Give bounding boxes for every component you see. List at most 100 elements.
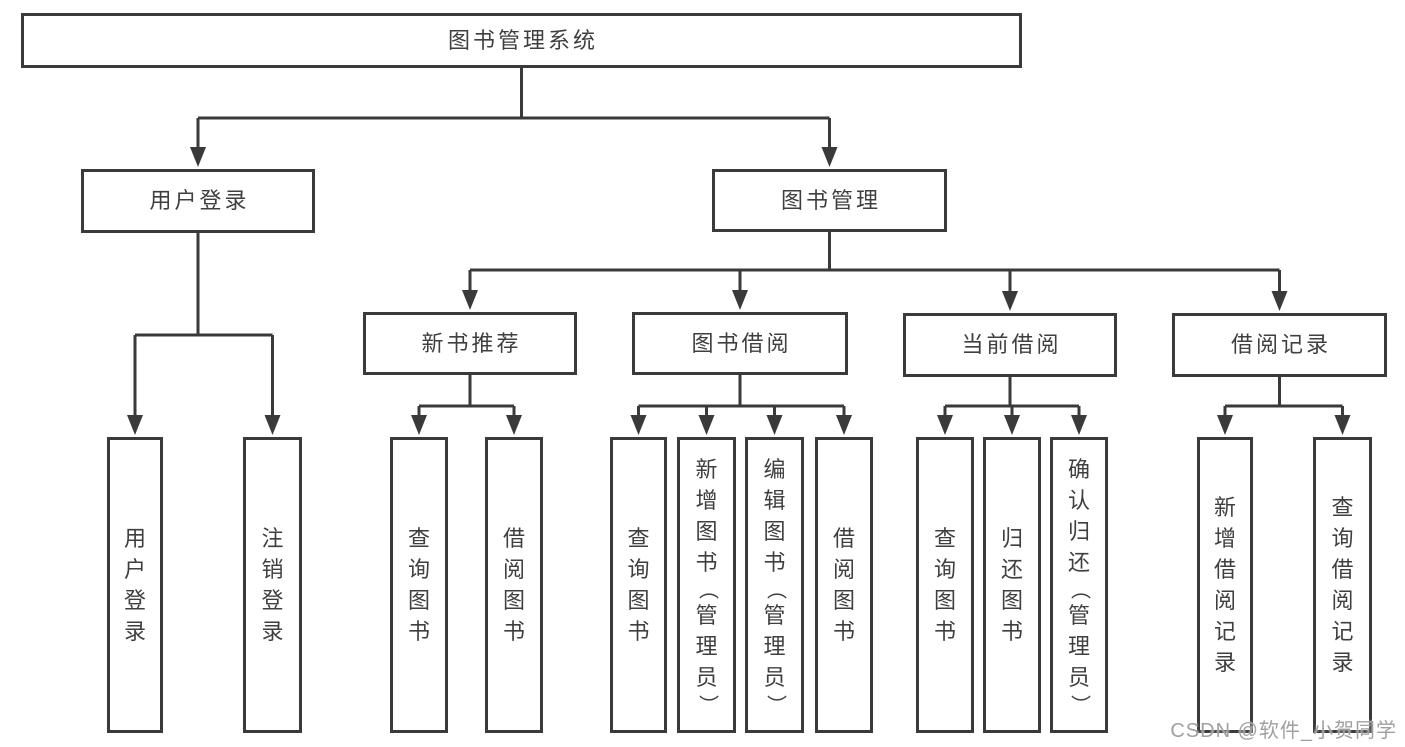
- node-label-char: 新: [695, 457, 718, 482]
- node-label-char: （: [696, 579, 718, 600]
- node-label-char: ）: [1068, 694, 1091, 715]
- node-leaf-borrow-books-borrowing: 借阅图书: [815, 437, 873, 733]
- node-leaf-add-borrow-record: 新增借阅记录: [1197, 437, 1253, 733]
- node-label-char: 询: [627, 556, 650, 582]
- node-label-char: 书: [627, 618, 650, 644]
- node-leaf-logout: 注销登录: [243, 437, 302, 733]
- node-label-char: 询: [1331, 525, 1354, 551]
- node-label-char: 查: [627, 525, 650, 551]
- node-label-char: 确: [1067, 457, 1090, 482]
- arrowhead-down-icon: [1334, 415, 1351, 435]
- node-label-char: 查: [933, 525, 956, 551]
- node-label-char: 编: [763, 457, 786, 482]
- arrowhead-down-icon: [732, 290, 748, 310]
- node-label-char: 书: [1000, 618, 1023, 644]
- node-label-char: 录: [261, 618, 284, 644]
- arrowhead-down-icon: [1004, 415, 1020, 435]
- arrowhead-down-icon: [937, 415, 953, 435]
- node-label-char: 增: [1213, 525, 1236, 551]
- node-book-borrowing: 图书借阅: [632, 312, 848, 375]
- node-label: 图书借阅: [691, 330, 792, 356]
- node-label-char: 书: [832, 618, 855, 644]
- node-label-char: 阅: [1331, 587, 1354, 613]
- arrowhead-down-icon: [127, 415, 143, 435]
- node-label-char: 记: [1213, 618, 1236, 644]
- node-label-char: 借: [1331, 556, 1354, 582]
- node-label-char: 增: [695, 488, 718, 513]
- node-label-char: 员: [1067, 665, 1090, 690]
- node-label-char: 借: [832, 525, 855, 551]
- node-label-char: 新: [1213, 494, 1236, 520]
- node-label: 新书推荐: [421, 330, 522, 356]
- node-borrowing-records: 借阅记录: [1172, 313, 1387, 377]
- arrowhead-down-icon: [462, 290, 478, 310]
- node-label: 借阅记录: [1230, 332, 1331, 357]
- arrowhead-down-icon: [1271, 291, 1288, 311]
- node-label-char: 图: [695, 519, 718, 544]
- node-leaf-user-login: 用户登录: [107, 437, 163, 733]
- node-label-char: 阅: [832, 556, 855, 582]
- node-new-book-recommend: 新书推荐: [363, 312, 577, 375]
- node-label-char: 图: [763, 519, 786, 544]
- arrowhead-down-icon: [821, 147, 838, 167]
- node-label-char: 图: [502, 587, 525, 613]
- node-leaf-query-borrow-record: 查询借阅记录: [1313, 437, 1372, 733]
- node-label: 用户登录: [149, 188, 250, 213]
- node-leaf-query-books-current: 查询图书: [916, 437, 974, 733]
- node-current-borrowing: 当前借阅: [903, 313, 1117, 377]
- node-label-char: 登: [261, 587, 284, 613]
- arrowhead-down-icon: [630, 415, 647, 435]
- node-label-char: 还: [1000, 556, 1023, 582]
- node-label-char: 询: [933, 556, 956, 582]
- arrowhead-down-icon: [1002, 291, 1018, 311]
- arrowhead-down-icon: [836, 415, 852, 435]
- node-label-char: 书: [502, 618, 525, 644]
- node-label-char: 图: [627, 587, 650, 613]
- node-label-char: 图: [1000, 587, 1023, 613]
- node-label-char: 归: [1000, 525, 1023, 551]
- node-label: 当前借阅: [961, 332, 1062, 357]
- node-label-char: 辑: [763, 488, 786, 513]
- node-leaf-edit-books-admin: 编辑图书（管理员）: [745, 437, 804, 733]
- node-label-char: 管: [1067, 603, 1090, 628]
- arrowhead-down-icon: [190, 147, 206, 167]
- arrowhead-down-icon: [264, 415, 281, 435]
- node-leaf-return-books: 归还图书: [983, 437, 1041, 733]
- node-label-char: 查: [1331, 494, 1354, 520]
- node-label-char: 登: [123, 587, 146, 613]
- node-leaf-add-books-admin: 新增图书（管理员）: [677, 437, 736, 733]
- node-label-char: 图: [407, 587, 430, 613]
- node-label-char: 查: [407, 525, 430, 551]
- node-label-char: 书: [763, 550, 786, 575]
- watermark-text: CSDN @软件_小贺同学: [1170, 720, 1397, 742]
- node-label-char: 理: [763, 634, 786, 659]
- node-label-char: 记: [1331, 618, 1354, 644]
- node-label-char: （: [764, 579, 786, 600]
- arrowhead-down-icon: [1071, 415, 1087, 435]
- node-label-char: 员: [763, 665, 786, 690]
- node-label-char: 阅: [502, 556, 525, 582]
- node-label-char: ）: [696, 694, 718, 715]
- node-label-char: 归: [1067, 519, 1090, 544]
- node-book-management: 图书管理: [712, 169, 947, 232]
- node-label-char: 录: [123, 618, 146, 644]
- node-user-login: 用户登录: [81, 169, 315, 233]
- arrowhead-down-icon: [766, 415, 783, 435]
- node-leaf-confirm-return-admin: 确认归还（管理员）: [1050, 437, 1108, 733]
- node-label-char: 理: [1067, 634, 1090, 659]
- node-label-char: 用: [123, 525, 146, 551]
- node-label-char: 员: [695, 665, 718, 690]
- node-label-char: 图: [933, 587, 956, 613]
- node-leaf-query-books-recommend: 查询图书: [390, 437, 448, 733]
- node-label-char: 借: [502, 525, 525, 551]
- node-label-char: 录: [1331, 649, 1354, 675]
- arrowhead-down-icon: [1217, 415, 1233, 435]
- node-label-char: 理: [695, 634, 718, 659]
- arrowhead-down-icon: [411, 415, 427, 435]
- node-leaf-borrow-books-recommend: 借阅图书: [485, 437, 543, 733]
- arrowhead-down-icon: [698, 415, 715, 435]
- node-label-char: ）: [764, 694, 786, 715]
- node-label-char: 阅: [1213, 587, 1236, 613]
- node-label: 图书管理: [780, 187, 881, 213]
